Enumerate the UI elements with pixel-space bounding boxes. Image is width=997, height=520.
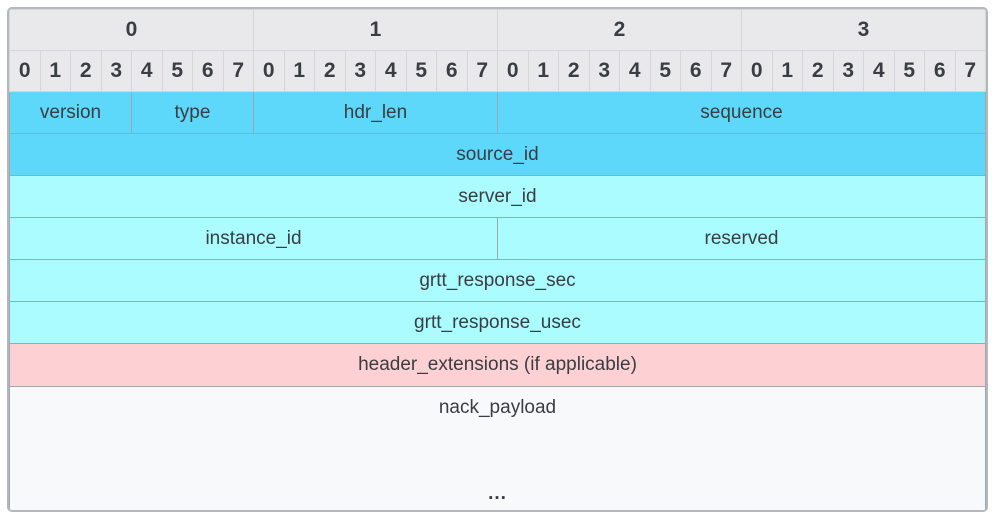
bit-header-cell: 1 <box>39 50 71 92</box>
bit-header-cell: 0 <box>9 50 41 92</box>
field-version: version <box>9 91 132 134</box>
field-nack-payload: nack_payload ... <box>9 386 986 511</box>
packet-layout-table: 0 1 2 3 0 1 2 3 4 5 6 7 0 1 2 3 4 5 6 7 … <box>9 9 986 511</box>
field-sequence: sequence <box>497 91 986 134</box>
field-row-5: grtt_response_sec <box>9 259 986 302</box>
bit-header-cell: 2 <box>314 50 346 92</box>
bit-header-cell: 2 <box>802 50 834 92</box>
field-header-extensions: header_extensions (if applicable) <box>9 343 986 387</box>
field-server-id: server_id <box>9 175 986 218</box>
field-row-8: nack_payload ... <box>9 386 986 511</box>
byte-header-cell: 2 <box>497 9 742 51</box>
bit-header-cell: 4 <box>863 50 895 92</box>
bit-header-cell: 7 <box>466 50 498 92</box>
bit-header-cell: 2 <box>70 50 102 92</box>
bit-header-cell: 3 <box>832 50 864 92</box>
bit-header-cell: 4 <box>131 50 163 92</box>
field-row-4: instance_id reserved <box>9 217 986 260</box>
field-row-7: header_extensions (if applicable) <box>9 343 986 387</box>
bit-header-cell: 5 <box>405 50 437 92</box>
field-row-6: grtt_response_usec <box>9 301 986 344</box>
bit-header-cell: 6 <box>680 50 712 92</box>
bit-header-cell: 6 <box>436 50 468 92</box>
field-reserved: reserved <box>497 217 986 260</box>
bit-header-cell: 0 <box>741 50 773 92</box>
bit-header-cell: 5 <box>649 50 681 92</box>
bit-header-cell: 0 <box>253 50 285 92</box>
bit-header-cell: 5 <box>161 50 193 92</box>
field-row-1: version type hdr_len sequence <box>9 91 986 134</box>
nack-payload-label: nack_payload <box>438 397 557 418</box>
byte-header-row: 0 1 2 3 <box>9 9 986 51</box>
bit-header-cell: 3 <box>344 50 376 92</box>
bit-header-cell: 4 <box>375 50 407 92</box>
bit-header-cell: 1 <box>527 50 559 92</box>
field-grtt-response-usec: grtt_response_usec <box>9 301 986 344</box>
field-type: type <box>131 91 254 134</box>
nack-payload-content: nack_payload ... <box>11 388 985 511</box>
bit-header-cell: 7 <box>222 50 254 92</box>
field-source-id: source_id <box>9 133 986 176</box>
bit-header-cell: 1 <box>771 50 803 92</box>
bit-header-cell: 6 <box>924 50 956 92</box>
bit-header-cell: 7 <box>710 50 742 92</box>
bit-header-cell: 6 <box>192 50 224 92</box>
field-row-2: source_id <box>9 133 986 176</box>
bit-header-cell: 4 <box>619 50 651 92</box>
byte-header-cell: 0 <box>9 9 254 51</box>
field-instance-id: instance_id <box>9 217 498 260</box>
bit-header-cell: 1 <box>283 50 315 92</box>
byte-header-cell: 3 <box>741 9 986 51</box>
byte-header-cell: 1 <box>253 9 498 51</box>
packet-diagram-frame: 0 1 2 3 0 1 2 3 4 5 6 7 0 1 2 3 4 5 6 7 … <box>7 7 988 512</box>
bit-header-cell: 2 <box>558 50 590 92</box>
bit-header-row: 0 1 2 3 4 5 6 7 0 1 2 3 4 5 6 7 0 1 2 3 … <box>9 50 986 92</box>
field-grtt-response-sec: grtt_response_sec <box>9 259 986 302</box>
bit-header-cell: 3 <box>588 50 620 92</box>
bit-header-cell: 0 <box>497 50 529 92</box>
field-hdr-len: hdr_len <box>253 91 498 134</box>
field-row-3: server_id <box>9 175 986 218</box>
bit-header-cell: 3 <box>100 50 132 92</box>
payload-ellipsis: ... <box>488 483 507 504</box>
bit-header-cell: 7 <box>954 50 986 92</box>
bit-header-cell: 5 <box>893 50 925 92</box>
